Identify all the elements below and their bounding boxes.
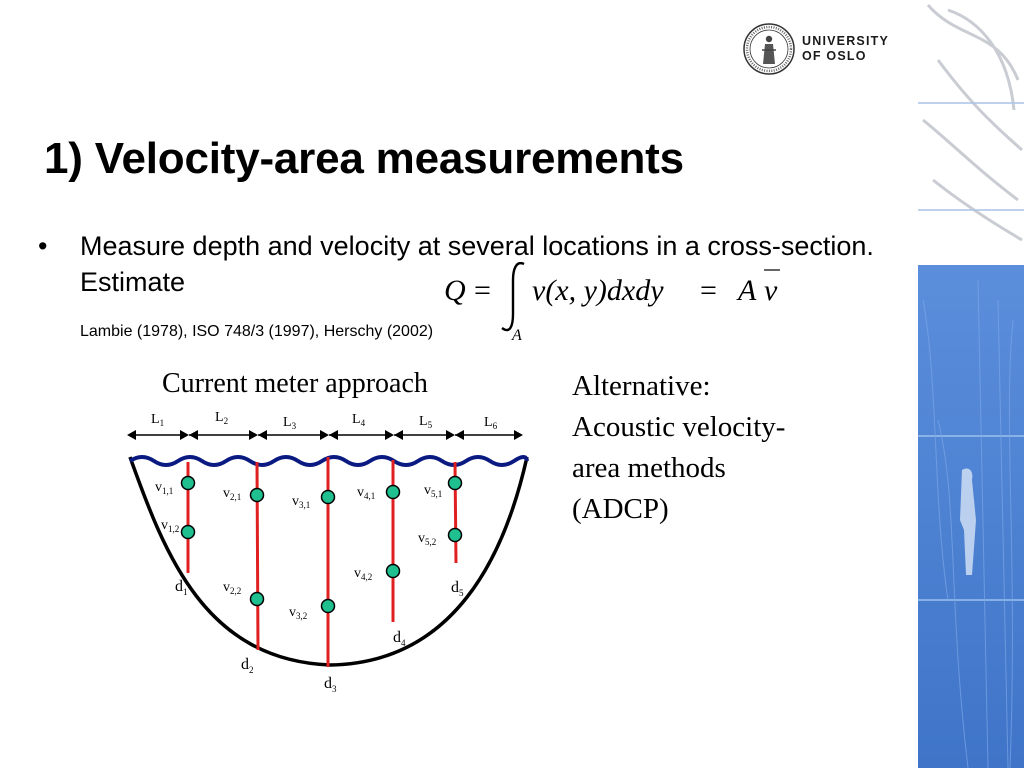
bullet-marker: •	[38, 231, 48, 261]
depth-label-d5: d5	[451, 579, 464, 598]
slide-title: 1) Velocity-area measurements	[44, 134, 684, 183]
formula-velocity-mean: v	[764, 274, 778, 307]
depth-label-d1: d1	[175, 578, 188, 597]
alternative-line-2: Acoustic velocity-	[572, 411, 786, 443]
width-label-5: L5	[419, 414, 433, 430]
meter-v32	[320, 598, 336, 614]
velocity-label-v32: v3,2	[289, 605, 307, 621]
channel-bed	[128, 456, 529, 667]
discharge-formula: Q = v(x, y)dxdy = A v A	[444, 262, 780, 342]
university-seal-icon	[743, 23, 795, 75]
width-label-3: L3	[283, 415, 297, 431]
velocity-label-v22: v2,2	[223, 580, 241, 596]
decorative-side-panel	[918, 0, 1024, 768]
side-texture	[922, 279, 1014, 768]
cross-section-diagram: L1 L2 L3 L4 L5 L6	[127, 410, 529, 694]
formula-equals-1: =	[474, 274, 491, 307]
meter-v52	[447, 527, 463, 543]
depth-label-d3: d3	[324, 675, 337, 694]
alternative-line-3: area methods	[572, 452, 726, 484]
references: Lambie (1978), ISO 748/3 (1997), Herschy…	[80, 323, 434, 340]
formula-q: Q	[444, 274, 466, 307]
formula-area: A	[736, 274, 757, 307]
velocity-label-v11: v1,1	[155, 480, 173, 496]
university-logo: UNIVERSITY OF OSLO	[742, 22, 902, 78]
logo-line-2: OF OSLO	[802, 49, 867, 63]
depth-label-d4: d4	[393, 629, 406, 648]
side-panel-top	[918, 0, 1024, 265]
width-label-2: L2	[215, 410, 228, 426]
depth-label-d2: d2	[241, 656, 254, 675]
meter-v12	[180, 524, 196, 540]
velocity-label-v21: v2,1	[223, 486, 241, 502]
meter-v22	[249, 591, 265, 607]
velocity-label-v41: v4,1	[357, 485, 375, 501]
alternative-line-1: Alternative:	[572, 370, 711, 402]
diagram-title: Current meter approach	[162, 368, 428, 399]
water-surface	[128, 455, 529, 467]
velocity-label-v12: v1,2	[161, 518, 179, 534]
width-label-1: L1	[151, 412, 164, 428]
alternative-note: Alternative: Acoustic velocity- area met…	[572, 366, 832, 530]
formula-integrand: v(x, y)dxdy	[532, 274, 664, 307]
meter-v41	[385, 484, 401, 500]
university-name: UNIVERSITY OF OSLO	[802, 34, 889, 64]
meter-v11	[180, 475, 196, 491]
alternative-line-4: (ADCP)	[572, 493, 669, 525]
arrow-heads	[127, 430, 523, 440]
integral-sign	[501, 262, 525, 332]
width-arrows	[127, 430, 523, 440]
statue-sketch	[922, 4, 1023, 242]
velocity-label-v51: v5,1	[424, 483, 442, 499]
velocity-label-v52: v5,2	[418, 531, 436, 547]
width-label-6: L6	[484, 415, 498, 431]
bullet-text: Measure depth and velocity at several lo…	[80, 231, 874, 297]
width-label-4: L4	[352, 412, 366, 428]
meter-v42	[385, 563, 401, 579]
meter-v31	[320, 489, 336, 505]
figure-silhouette	[960, 468, 976, 575]
formula-equals-2: =	[700, 274, 717, 307]
velocity-label-v42: v4,2	[354, 566, 372, 582]
velocity-label-v31: v3,1	[292, 494, 310, 510]
meter-v51	[447, 475, 463, 491]
meter-v21	[249, 487, 265, 503]
logo-line-1: UNIVERSITY	[802, 34, 890, 48]
integral-domain: A	[511, 327, 522, 342]
